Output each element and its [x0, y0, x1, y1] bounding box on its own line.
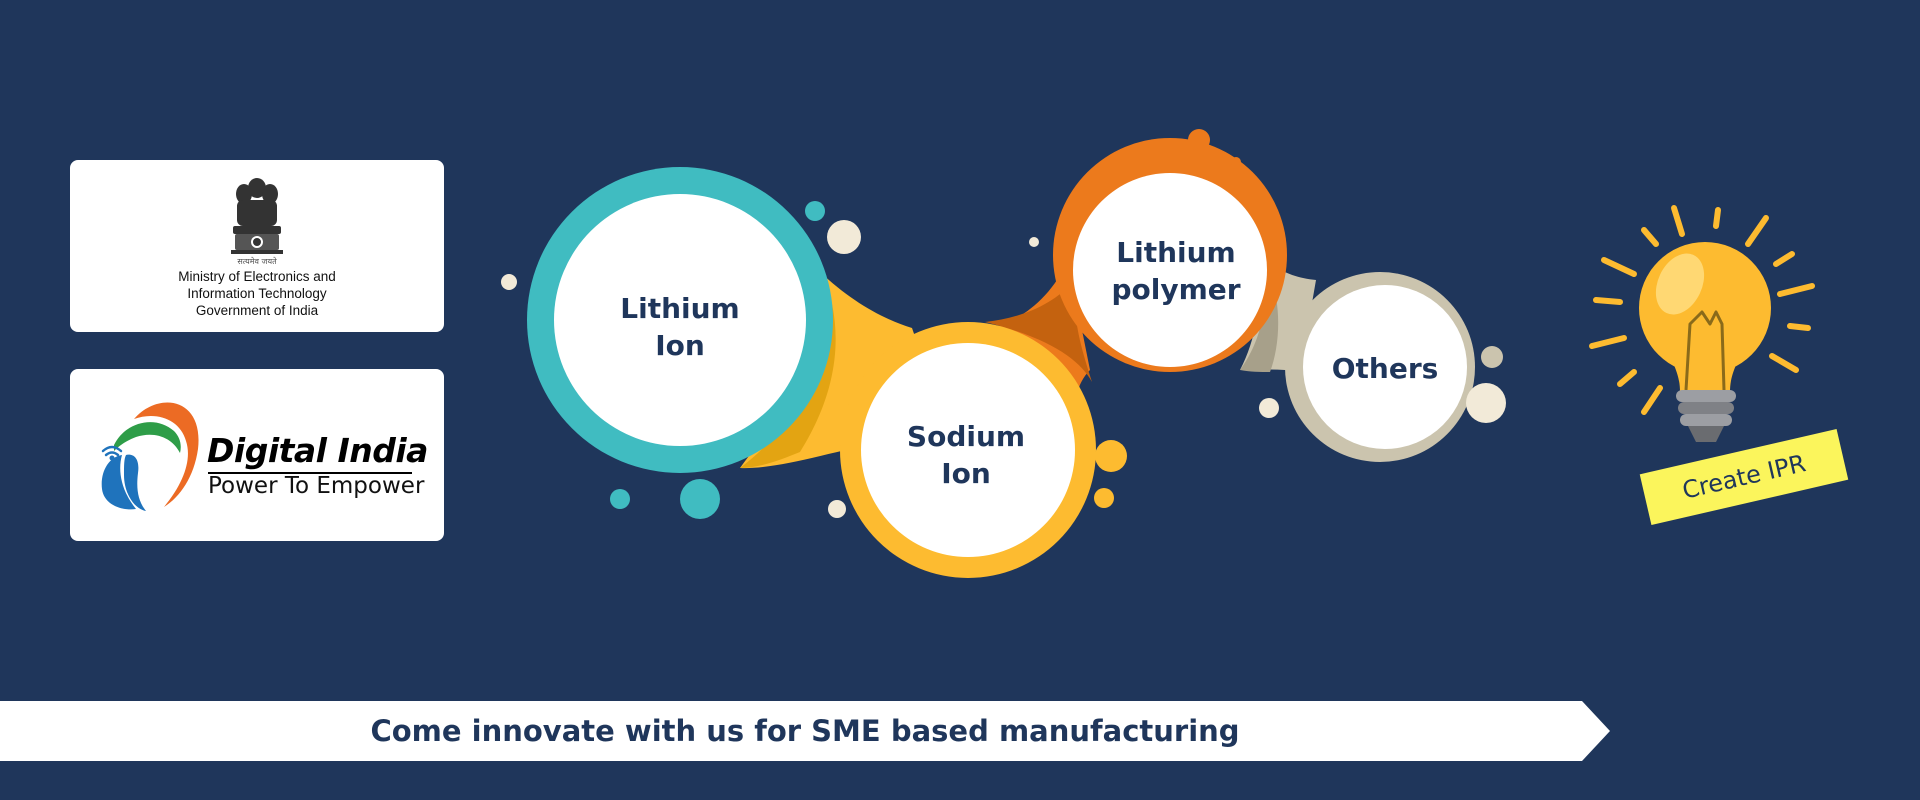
label-sodium-ion: Sodium Ion	[866, 418, 1066, 492]
digital-india-underline	[208, 472, 412, 474]
meity-line-3: Government of India	[195, 303, 319, 318]
decor-dot	[1094, 488, 1114, 508]
emblem-caption: सत्यमेव जयते	[237, 257, 277, 266]
label-lithium-polymer-line-2: polymer	[1111, 273, 1241, 306]
connector-teal-yellow-shadow	[740, 280, 836, 468]
label-lithium-polymer: Lithium polymer	[1076, 234, 1276, 308]
label-sodium-ion-line-2: Ion	[941, 457, 991, 490]
decor-dot	[1029, 237, 1039, 247]
decor-dot	[501, 274, 517, 290]
decor-dot	[1188, 129, 1210, 151]
label-lithium-ion-line-2: Ion	[655, 329, 705, 362]
digital-india-title: Digital India	[207, 431, 428, 470]
decor-dot	[828, 500, 846, 518]
decor-dot	[1231, 157, 1241, 167]
digital-india-logo-icon	[101, 402, 199, 511]
decor-dot	[610, 489, 630, 509]
label-others: Others	[1295, 350, 1475, 387]
decor-dot	[827, 220, 861, 254]
bubble-lithium-polymer-core	[1073, 173, 1267, 367]
digital-india-tagline: Power To Empower	[208, 473, 425, 499]
label-lithium-ion-line-1: Lithium	[620, 292, 740, 325]
bubble-others-core	[1303, 285, 1467, 449]
decor-dot	[1481, 346, 1503, 368]
banner-text: Come innovate with us for SME based manu…	[370, 714, 1240, 748]
decor-dot	[1259, 398, 1279, 418]
lightbulb-icon	[1589, 205, 1815, 442]
meity-logo-card: सत्यमेव जयते Ministry of Electronics and…	[70, 160, 444, 332]
banner-arrow	[0, 701, 1610, 761]
meity-line-2: Information Technology	[187, 286, 327, 301]
label-lithium-ion: Lithium Ion	[580, 290, 780, 364]
meity-line-1: Ministry of Electronics and	[178, 269, 336, 284]
decor-dot	[1095, 440, 1127, 472]
label-lithium-polymer-line-1: Lithium	[1116, 236, 1236, 269]
decor-dot	[1466, 383, 1506, 423]
decor-dot	[680, 479, 720, 519]
bubble-sodium-ion-core	[861, 343, 1075, 557]
label-others-line-1: Others	[1331, 352, 1439, 385]
national-emblem-icon	[231, 178, 283, 254]
digital-india-logo-card: Digital India Power To Empower	[70, 369, 444, 541]
decor-dot	[805, 201, 825, 221]
bubble-lithium-ion-core	[554, 194, 806, 446]
meity-name: Ministry of Electronics and Information …	[70, 268, 444, 319]
label-sodium-ion-line-1: Sodium	[906, 420, 1026, 453]
